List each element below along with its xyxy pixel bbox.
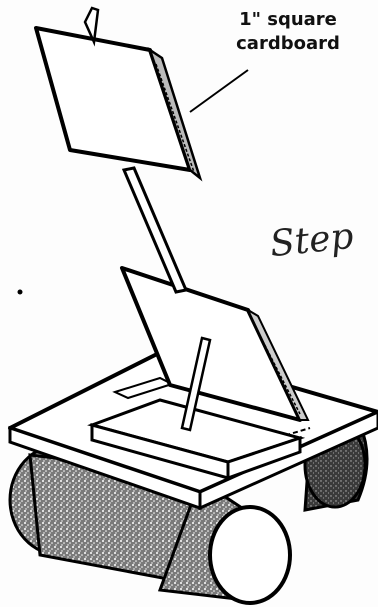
- stray-dot: [18, 290, 23, 295]
- cardboard-label-line-2: cardboard: [208, 32, 368, 56]
- cardboard-label: 1" square cardboard: [208, 8, 368, 56]
- square-cardboard: [36, 8, 200, 178]
- label-leader-line: [190, 70, 248, 112]
- cardboard-label-line-1: 1" square: [208, 8, 368, 32]
- handwritten-step-note: Step: [268, 216, 355, 266]
